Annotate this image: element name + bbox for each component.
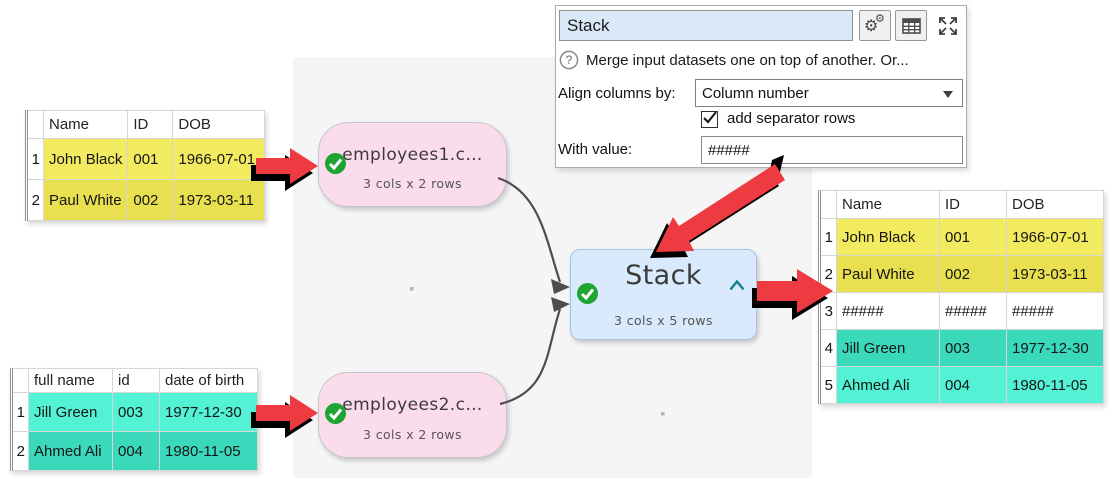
checkmark-icon <box>703 111 717 124</box>
table-cell: ##### <box>836 292 940 330</box>
row-number-header <box>819 190 837 219</box>
align-columns-dropdown[interactable]: Column number <box>695 79 963 107</box>
table-view-button[interactable] <box>895 10 927 41</box>
row-number: 1 <box>11 392 29 432</box>
chevron-down-icon <box>943 91 953 98</box>
row-number: 2 <box>11 431 29 471</box>
settings-button[interactable]: ⚙ ⚙ <box>859 10 891 41</box>
status-ok-icon <box>577 283 598 304</box>
node-title: employees1.c… <box>342 145 483 165</box>
table-cell: 004 <box>112 431 160 471</box>
add-separator-rows-checkbox[interactable] <box>701 111 718 128</box>
table-cell: Ahmed Ali <box>836 366 940 404</box>
table-cell: 002 <box>939 255 1007 293</box>
transform-name-input[interactable] <box>559 10 853 41</box>
table-cell: Ahmed Ali <box>28 431 113 471</box>
node-title: employees2.c… <box>342 395 483 415</box>
with-value-input[interactable] <box>701 136 963 164</box>
node-dimensions: 3 cols x 5 rows <box>614 313 713 328</box>
row-number: 5 <box>819 366 837 404</box>
add-separator-rows-label: add separator rows <box>727 110 856 127</box>
table-cell: 1966-07-01 <box>172 138 266 180</box>
table-cell: ##### <box>939 292 1007 330</box>
table-cell: 002 <box>127 179 174 221</box>
table-cell: Paul White <box>42 179 129 221</box>
row-number: 1 <box>819 218 837 256</box>
expand-button[interactable] <box>932 11 963 41</box>
table-cell: 001 <box>127 138 174 180</box>
row-number-header <box>11 368 29 393</box>
column-header: date of birth <box>159 368 258 393</box>
gear-icon: ⚙ ⚙ <box>864 12 885 35</box>
table-cell: Paul White <box>836 255 940 293</box>
with-value-label: With value: <box>558 141 633 158</box>
column-header: ID <box>127 110 174 139</box>
column-header: DOB <box>172 110 266 139</box>
column-header: DOB <box>1006 190 1104 219</box>
table-cell: 003 <box>112 392 160 432</box>
row-number-header <box>26 110 44 139</box>
table-cell: Jill Green <box>836 329 940 367</box>
row-number: 2 <box>26 179 44 221</box>
align-columns-label: Align columns by: <box>558 85 676 102</box>
column-header: full name <box>28 368 113 393</box>
table-cell: 1973-03-11 <box>1006 255 1104 293</box>
expand-icon <box>938 17 957 35</box>
column-header: ID <box>939 190 1007 219</box>
table-row: 3############### <box>819 292 1104 330</box>
align-columns-value: Column number <box>702 84 809 102</box>
node-stack[interactable]: Stack 3 cols x 5 rows <box>570 249 757 340</box>
help-row: ? Merge input datasets one on top of ano… <box>559 50 909 70</box>
column-header: id <box>112 368 160 393</box>
column-header: Name <box>42 110 129 139</box>
table-cell: Jill Green <box>28 392 113 432</box>
table-icon <box>901 17 921 34</box>
help-icon[interactable]: ? <box>559 50 579 70</box>
row-number: 4 <box>819 329 837 367</box>
table-cell: John Black <box>42 138 129 180</box>
transform-properties-panel: ⚙ ⚙ <box>555 5 967 168</box>
table-cell: 1977-12-30 <box>159 392 258 432</box>
node-employees2[interactable]: employees2.c… 3 cols x 2 rows <box>318 372 507 458</box>
node-title: Stack <box>625 260 702 291</box>
status-ok-icon <box>325 153 346 174</box>
table-cell: 1973-03-11 <box>172 179 266 221</box>
row-number: 2 <box>819 255 837 293</box>
table-cell: 1966-07-01 <box>1006 218 1104 256</box>
table-cell: John Black <box>836 218 940 256</box>
node-dimensions: 3 cols x 2 rows <box>363 176 462 191</box>
svg-text:?: ? <box>566 53 573 67</box>
node-dimensions: 3 cols x 2 rows <box>363 427 462 442</box>
row-number: 1 <box>26 138 44 180</box>
table-cell: 1980-11-05 <box>1006 366 1104 404</box>
transform-description: Merge input datasets one on top of anoth… <box>586 51 909 69</box>
table-cell: 001 <box>939 218 1007 256</box>
table-cell: 1977-12-30 <box>1006 329 1104 367</box>
table-cell: 004 <box>939 366 1007 404</box>
column-header: Name <box>836 190 940 219</box>
collapse-caret-icon[interactable] <box>729 280 745 291</box>
status-ok-icon <box>325 403 346 424</box>
table-cell: ##### <box>1006 292 1104 330</box>
table-cell: 003 <box>939 329 1007 367</box>
table-cell: 1980-11-05 <box>159 431 258 471</box>
row-number: 3 <box>819 292 837 330</box>
node-employees1[interactable]: employees1.c… 3 cols x 2 rows <box>318 122 507 207</box>
